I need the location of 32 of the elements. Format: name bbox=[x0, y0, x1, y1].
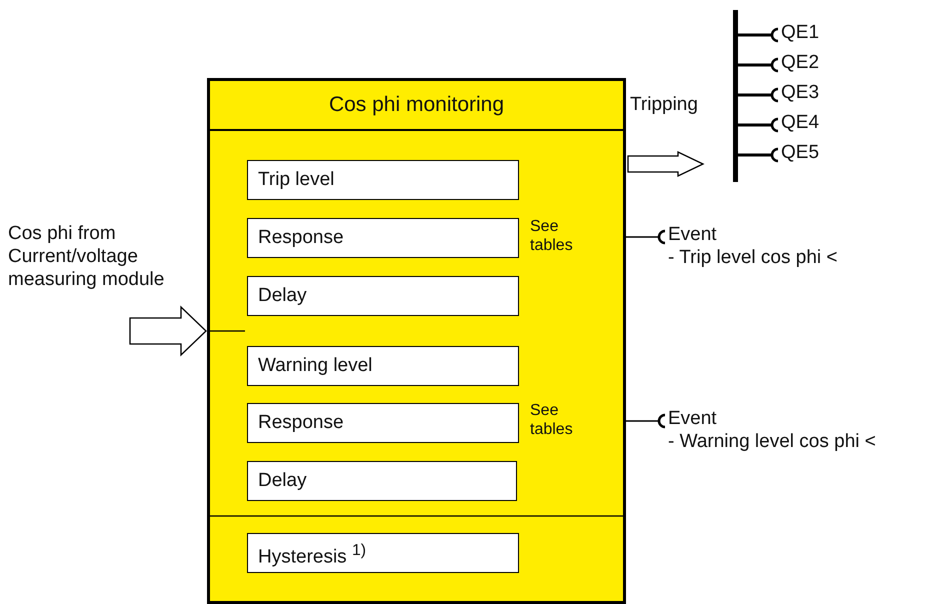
breaker-label: QE2 bbox=[781, 52, 841, 78]
breaker-label: QE5 bbox=[781, 142, 841, 168]
note-text: See tables bbox=[530, 401, 574, 440]
event-description: - Warning level cos phi < bbox=[668, 430, 877, 454]
socket-connector bbox=[738, 118, 780, 132]
breaker-label: QE3 bbox=[781, 82, 841, 108]
note-text: See tables bbox=[530, 217, 574, 256]
parameter-field: Response bbox=[247, 218, 519, 258]
edge-label: Tripping bbox=[628, 94, 700, 117]
event-title: Event bbox=[668, 224, 718, 247]
block-arrow bbox=[129, 305, 207, 357]
event-title: Event bbox=[668, 408, 718, 431]
parameter-field: Response bbox=[247, 403, 519, 443]
block-arrow bbox=[627, 150, 704, 178]
parameter-field: Delay bbox=[247, 276, 519, 316]
socket-connector bbox=[625, 414, 666, 428]
parameter-field: Trip level bbox=[247, 160, 519, 200]
breaker-label: QE4 bbox=[781, 112, 841, 138]
function-block bbox=[207, 78, 626, 604]
parameter-field: Hysteresis $^{1)}$ bbox=[247, 533, 519, 573]
block-title: Cos phi monitoring bbox=[210, 81, 623, 131]
socket-connector bbox=[738, 148, 780, 162]
socket-connector bbox=[625, 230, 666, 244]
socket-connector bbox=[738, 58, 780, 72]
socket-connector bbox=[738, 88, 780, 102]
socket-connector bbox=[738, 28, 780, 42]
parameter-field: Delay bbox=[247, 461, 517, 501]
parameter-field: Warning level bbox=[247, 346, 519, 386]
bus-bar bbox=[733, 10, 738, 182]
breaker-label: QE1 bbox=[781, 22, 841, 48]
input-source-text: Cos phi from Current/voltage measuring module bbox=[8, 223, 208, 303]
event-description: - Trip level cos phi < bbox=[668, 246, 838, 270]
